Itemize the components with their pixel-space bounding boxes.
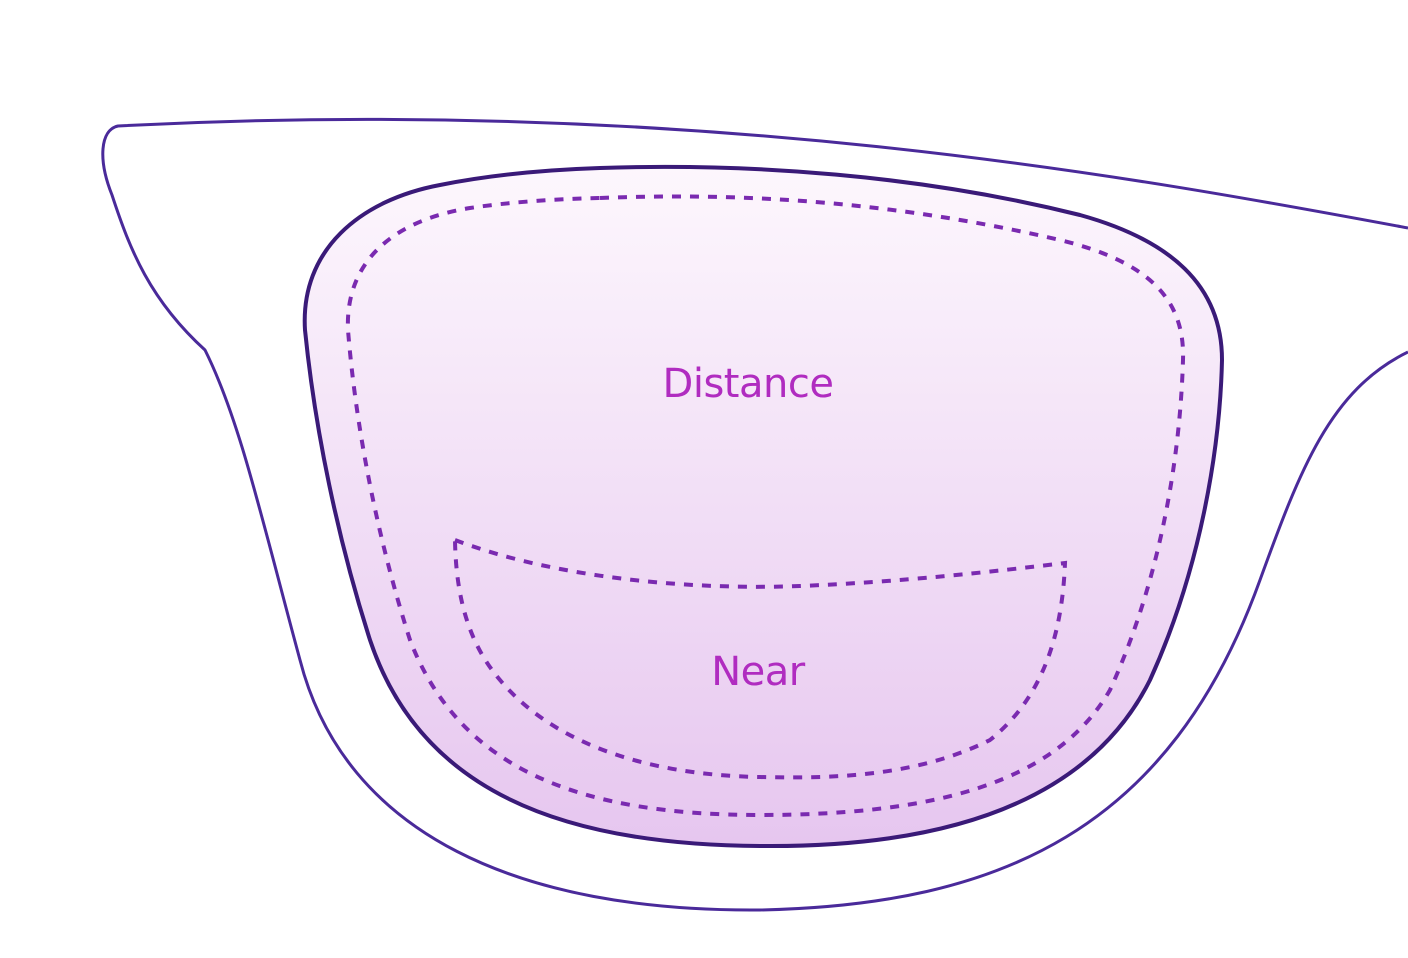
glasses-frame-outline bbox=[101, 117, 1408, 912]
distance-zone-label: Distance bbox=[663, 361, 834, 407]
lens-shape bbox=[302, 164, 1225, 849]
distance-zone-outline bbox=[345, 194, 1186, 818]
near-zone-label: Near bbox=[711, 649, 806, 695]
